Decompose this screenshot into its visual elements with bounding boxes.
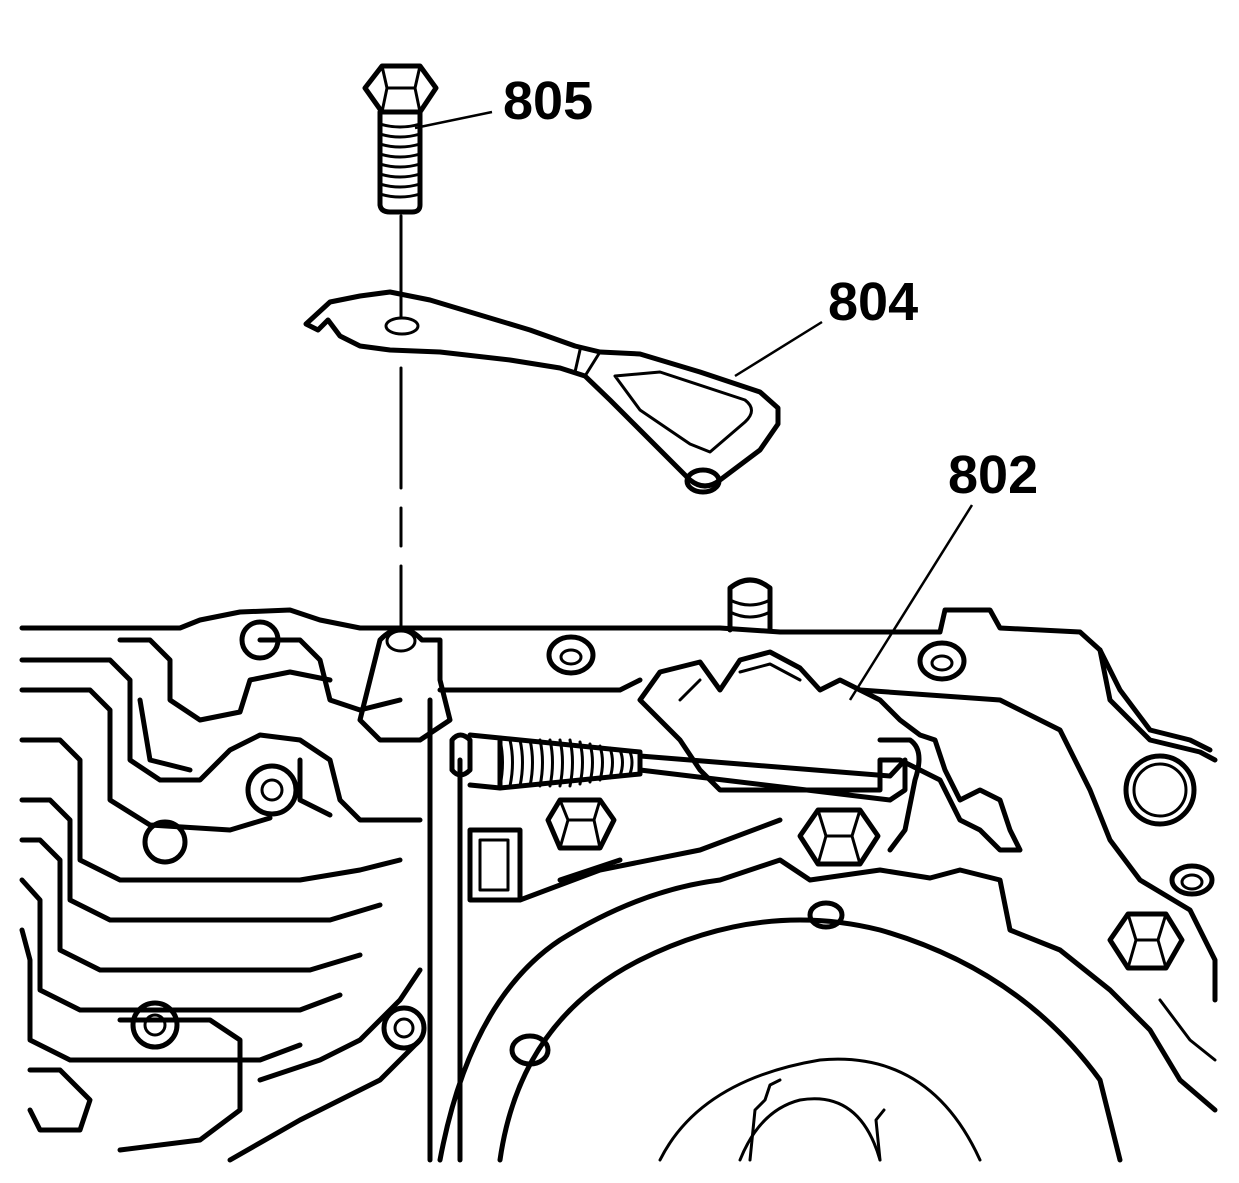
leader-802 <box>848 504 974 701</box>
leader-805 <box>414 110 493 130</box>
callout-802: 802 <box>948 445 1038 505</box>
leader-lines <box>414 110 974 701</box>
bolt-right <box>1107 911 1185 971</box>
detent-assembly-802 <box>449 649 1023 853</box>
case-holes <box>509 634 1215 1067</box>
leader-804 <box>734 320 823 378</box>
bracket-804 <box>303 289 781 495</box>
valve-body-holes <box>27 619 427 1133</box>
bell-housing <box>437 857 1218 1163</box>
callout-804: 804 <box>828 272 918 332</box>
bolt-left <box>545 797 617 851</box>
callout-805: 805 <box>503 71 593 131</box>
bolt-center <box>797 807 881 867</box>
detent-spring <box>449 732 908 803</box>
housing-valve-body <box>19 577 1218 1163</box>
housing-bolts <box>545 797 1185 971</box>
bolt-805 <box>362 63 439 215</box>
